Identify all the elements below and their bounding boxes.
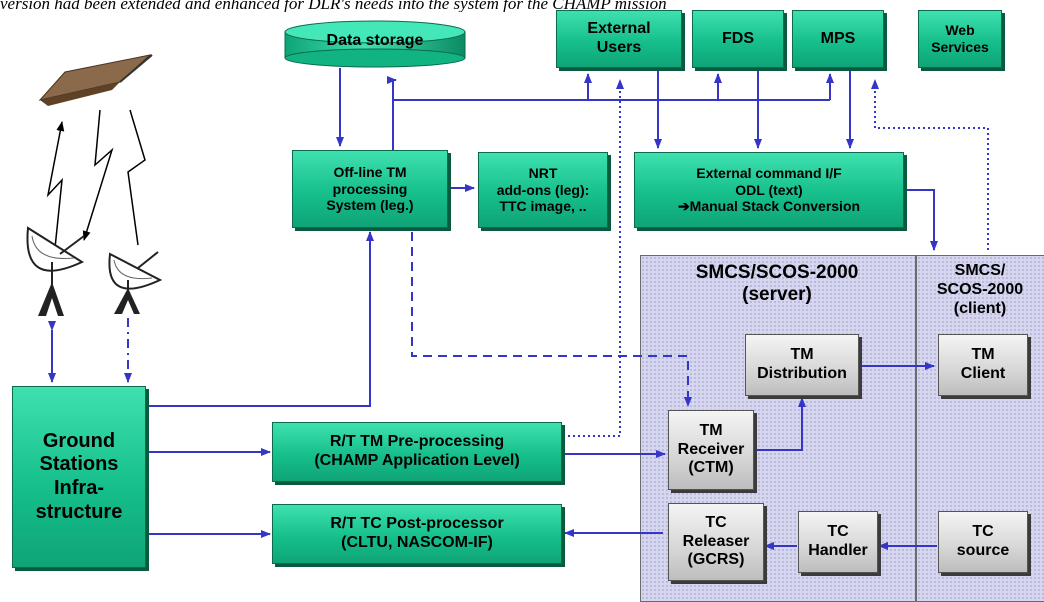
tm-client-node: TM Client [938, 334, 1028, 396]
client-region-title: SMCS/ SCOS-2000 (client) [936, 262, 1024, 317]
ground-antenna-icon [108, 251, 163, 314]
server-region-title: SMCS/SCOS-2000 (server) [695, 262, 859, 306]
rt-tc-postprocessor-node: R/T TC Post-processor (CLTU, NASCOM-IF) [272, 504, 562, 564]
ground-stations-node: Ground Stations Infra- structure [12, 386, 146, 568]
tc-releaser-node: TC Releaser (GCRS) [668, 503, 764, 581]
rt-tm-preprocessing-node: R/T TM Pre-processing (CHAMP Application… [272, 422, 562, 482]
tc-source-node: TC source [938, 511, 1028, 573]
tc-handler-node: TC Handler [798, 511, 878, 573]
fds-node: FDS [692, 10, 784, 68]
tm-receiver-node: TM Receiver (CTM) [668, 410, 754, 490]
mps-node: MPS [792, 10, 884, 68]
satellite-icon [38, 54, 153, 106]
external-command-if-node: External command I/F ODL (text) ➔Manual … [634, 152, 904, 228]
data-storage-label: Data storage [326, 32, 424, 49]
tm-distribution-node: TM Distribution [745, 334, 859, 396]
external-users-node: External Users [556, 10, 682, 68]
offline-tm-node: Off-line TM processing System (leg.) [292, 150, 448, 228]
connectors [48, 64, 989, 550]
page-intro-text: version had been extended and enhanced f… [0, 0, 667, 12]
nrt-addons-node: NRT add-ons (leg): TTC image, .. [478, 152, 608, 228]
data-storage-cylinder [284, 20, 466, 68]
ground-antenna-icon [26, 226, 85, 316]
radio-link-lines [46, 109, 146, 249]
web-services-node: Web Services [918, 10, 1002, 68]
